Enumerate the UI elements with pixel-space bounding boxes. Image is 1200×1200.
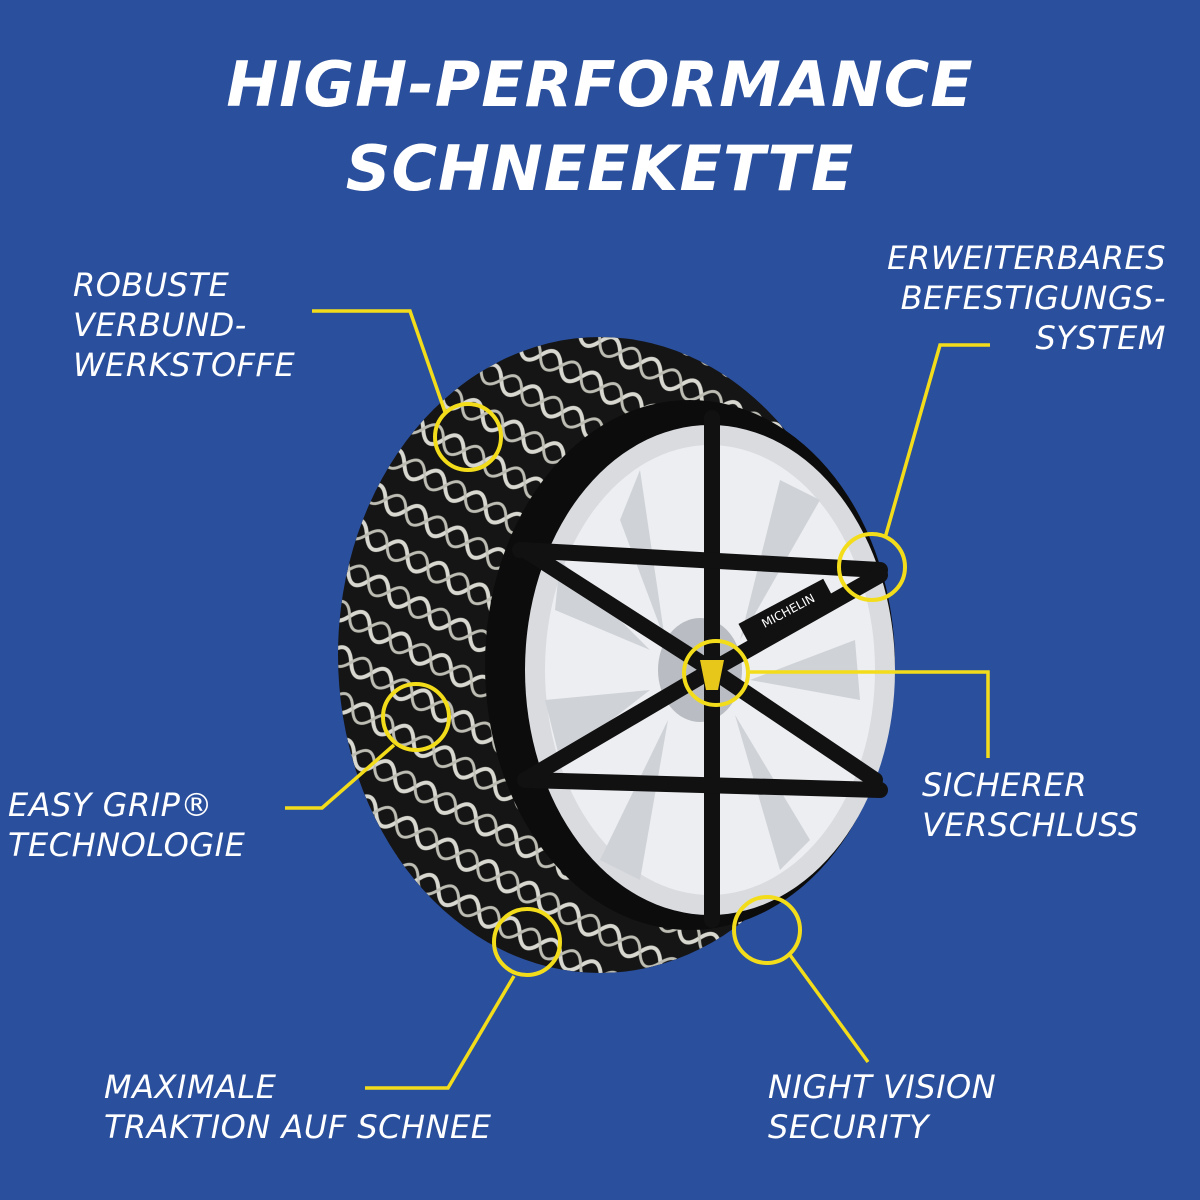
feature-robuste: ROBUSTE VERBUND- WERKSTOFFE	[73, 265, 295, 385]
callout-circle-verschluss	[682, 639, 750, 707]
feature-traktion-line-2: TRAKTION AUF SCHNEE	[104, 1108, 492, 1146]
title-line-2: SCHNEEKETTE	[345, 132, 855, 205]
callout-circle-befestigung	[837, 532, 907, 602]
feature-robuste-line-1: ROBUSTE	[73, 266, 230, 304]
feature-befestigung-line-2: BEFESTIGUNGS-	[900, 279, 1166, 317]
title-line-1: HIGH-PERFORMANCE	[226, 48, 974, 121]
feature-nightvision-line-1: NIGHT VISION	[768, 1068, 997, 1106]
feature-robuste-line-2: VERBUND-	[73, 306, 247, 344]
feature-easygrip-line-1: EASY GRIP®	[8, 786, 213, 824]
feature-traktion: MAXIMALE TRAKTION AUF SCHNEE	[104, 1067, 491, 1147]
feature-easygrip-line-2: TECHNOLOGIE	[8, 826, 246, 864]
callout-circle-nightvision	[732, 895, 802, 965]
feature-easygrip: EASY GRIP® TECHNOLOGIE	[8, 785, 245, 865]
feature-robuste-line-3: WERKSTOFFE	[73, 346, 296, 384]
feature-verschluss: SICHERER VERSCHLUSS	[922, 765, 1139, 845]
callout-circles	[381, 402, 907, 977]
feature-verschluss-line-2: VERSCHLUSS	[922, 806, 1139, 844]
feature-verschluss-line-1: SICHERER	[922, 766, 1088, 804]
callout-circle-traktion	[492, 907, 562, 977]
feature-traktion-line-1: MAXIMALE	[104, 1068, 277, 1106]
center-buckle	[700, 660, 724, 690]
feature-nightvision: NIGHT VISION SECURITY	[768, 1067, 996, 1147]
feature-befestigung: ERWEITERBARES BEFESTIGUNGS- SYSTEM	[887, 238, 1166, 358]
feature-befestigung-line-1: ERWEITERBARES	[887, 239, 1166, 277]
feature-nightvision-line-2: SECURITY	[768, 1108, 930, 1146]
feature-befestigung-line-3: SYSTEM	[1035, 319, 1166, 357]
callout-circle-easygrip	[381, 682, 451, 752]
callout-circle-robuste	[433, 402, 503, 472]
callout-lines	[285, 309, 990, 1090]
